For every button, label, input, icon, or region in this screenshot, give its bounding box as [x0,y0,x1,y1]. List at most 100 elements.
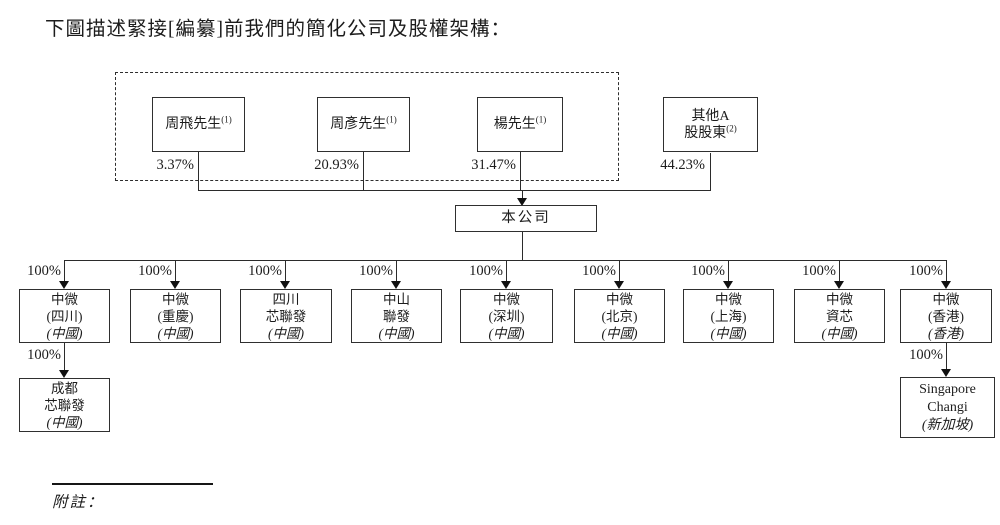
subsidiary-box-zhongwei-sichuan: 中微 (四川) (中國) [19,289,110,343]
connector-line [710,153,712,191]
connector-line [946,260,948,282]
subsidiary-name: Changi [927,399,968,415]
subsidiary-box-sichuan-xinlianfa: 四川 芯聯發 (中國) [240,289,332,343]
subsidiary-name: 中微 [932,291,960,307]
page-title: 下圖描述緊接[編纂]前我們的簡化公司及股權架構： [45,19,511,40]
connector-line [520,152,522,191]
connector-line [175,260,177,282]
pct-label-sub-8: 100% [802,263,836,279]
arrow-down-icon [391,281,401,289]
subsidiary-name: 聯發 [383,308,410,324]
pct-label-other-a: 44.23% [660,157,705,173]
shareholder-name: 楊先生(1) [493,114,547,132]
connector-line [285,260,287,282]
shareholder-box-zhou-yan: 周彥先生(1) [317,97,410,152]
pct-label-zhou-fei: 3.37% [156,157,194,173]
subsidiary-name: (重慶) [157,308,194,324]
connector-line [198,152,200,191]
shareholder-box-zhou-fei: 周飛先生(1) [152,97,245,152]
pct-label-zhou-yan: 20.93% [314,157,359,173]
pct-label-sub-6: 100% [582,263,616,279]
subsidiary-region: (中國) [710,325,747,341]
shareholder-name-line2: 股股東(2) [684,122,737,141]
subsidiary-region: (中國) [157,325,194,341]
subsidiary-name: (上海) [710,308,747,324]
subsidiary-name: 中微 [162,291,189,307]
shareholder-name-line1: 其他A [691,108,730,124]
subsidiary-name: 中微 [51,291,78,307]
arrow-down-icon [280,281,290,289]
footnote-ref: (1) [535,114,547,125]
subsidiary-box-zhongwei-hongkong: 中微 (香港) (香港) [900,289,992,343]
connector-line [198,190,711,192]
arrow-down-icon [501,281,511,289]
subsidiary-name: 成都 [51,380,78,396]
footnote-ref: (1) [386,114,397,125]
pct-label-mr-yang: 31.47% [471,157,516,173]
arrow-down-icon [614,281,624,289]
subsidiary-box-zhongshan-lianfa: 中山 聯發 (中國) [351,289,442,343]
pct-label-sub-2: 100% [138,263,172,279]
subsidiary-name: (四川) [46,308,83,324]
connector-line [522,232,524,261]
subsidiary-region: (中國) [488,325,525,341]
shareholder-name: 周彥先生(1) [330,114,397,132]
subsidiary-box-zhongwei-chongqing: 中微 (重慶) (中國) [130,289,221,343]
arrow-down-icon [834,281,844,289]
sub-box-chengdu-xinlianfa: 成都 芯聯發 (中國) [19,378,110,432]
subsidiary-region: (中國) [46,414,83,430]
subsidiary-name: Singapore [919,381,976,397]
company-name: 本公司 [501,210,551,226]
connector-line [363,152,365,191]
subsidiary-region: (中國) [268,325,304,341]
shareholder-name: 周飛先生(1) [165,114,232,132]
connector-line [64,260,947,262]
footnote-divider [52,483,213,485]
connector-line [522,190,524,199]
connector-line [506,260,508,282]
connector-line [728,260,730,282]
controlling-shareholders-dashed-box [115,72,619,181]
pct-label-sub-4: 100% [359,263,393,279]
footnote-ref: (2) [726,122,737,133]
subsidiary-box-zhongwei-shenzhen: 中微 (深圳) (中國) [460,289,553,343]
subsidiary-region: (香港) [928,325,964,341]
sub-box-singapore-changi: Singapore Changi (新加坡) [900,377,995,438]
pct-label-sub-9: 100% [909,263,943,279]
connector-line [839,260,841,282]
arrow-down-icon [941,281,951,289]
pct-label-singapore: 100% [909,347,943,363]
subsidiary-name: 資芯 [826,308,853,324]
subsidiary-region: (中國) [46,325,83,341]
subsidiary-name: (香港) [928,308,964,324]
footnote-label: 附註： [52,494,105,511]
shareholder-box-mr-yang: 楊先生(1) [477,97,563,152]
pct-label-sub-5: 100% [469,263,503,279]
subsidiary-name: 芯聯發 [44,397,85,413]
pct-label-sub-3: 100% [248,263,282,279]
subsidiary-name: 中微 [715,291,742,307]
subsidiary-box-zhongwei-beijing: 中微 (北京) (中國) [574,289,665,343]
subsidiary-box-zhongwei-zixin: 中微 資芯 (中國) [794,289,885,343]
subsidiary-name: 中微 [826,291,853,307]
subsidiary-region: (中國) [601,325,638,341]
pct-label-sub-7: 100% [691,263,725,279]
arrow-down-icon [941,369,951,377]
connector-line [64,260,66,282]
arrow-down-icon [59,281,69,289]
subsidiary-region: (新加坡) [921,417,974,433]
subsidiary-name: 中微 [606,291,633,307]
arrow-down-icon [517,198,527,206]
subsidiary-name: (深圳) [488,308,525,324]
subsidiary-name: 芯聯發 [265,308,307,324]
subsidiary-name: 中山 [383,291,410,307]
connector-line [396,260,398,282]
pct-label-sub-1: 100% [27,263,61,279]
subsidiary-name: (北京) [601,308,638,324]
company-box: 本公司 [455,205,597,232]
arrow-down-icon [170,281,180,289]
subsidiary-name: 中微 [493,291,520,307]
subsidiary-box-zhongwei-shanghai: 中微 (上海) (中國) [683,289,774,343]
pct-label-chengdu: 100% [27,347,61,363]
